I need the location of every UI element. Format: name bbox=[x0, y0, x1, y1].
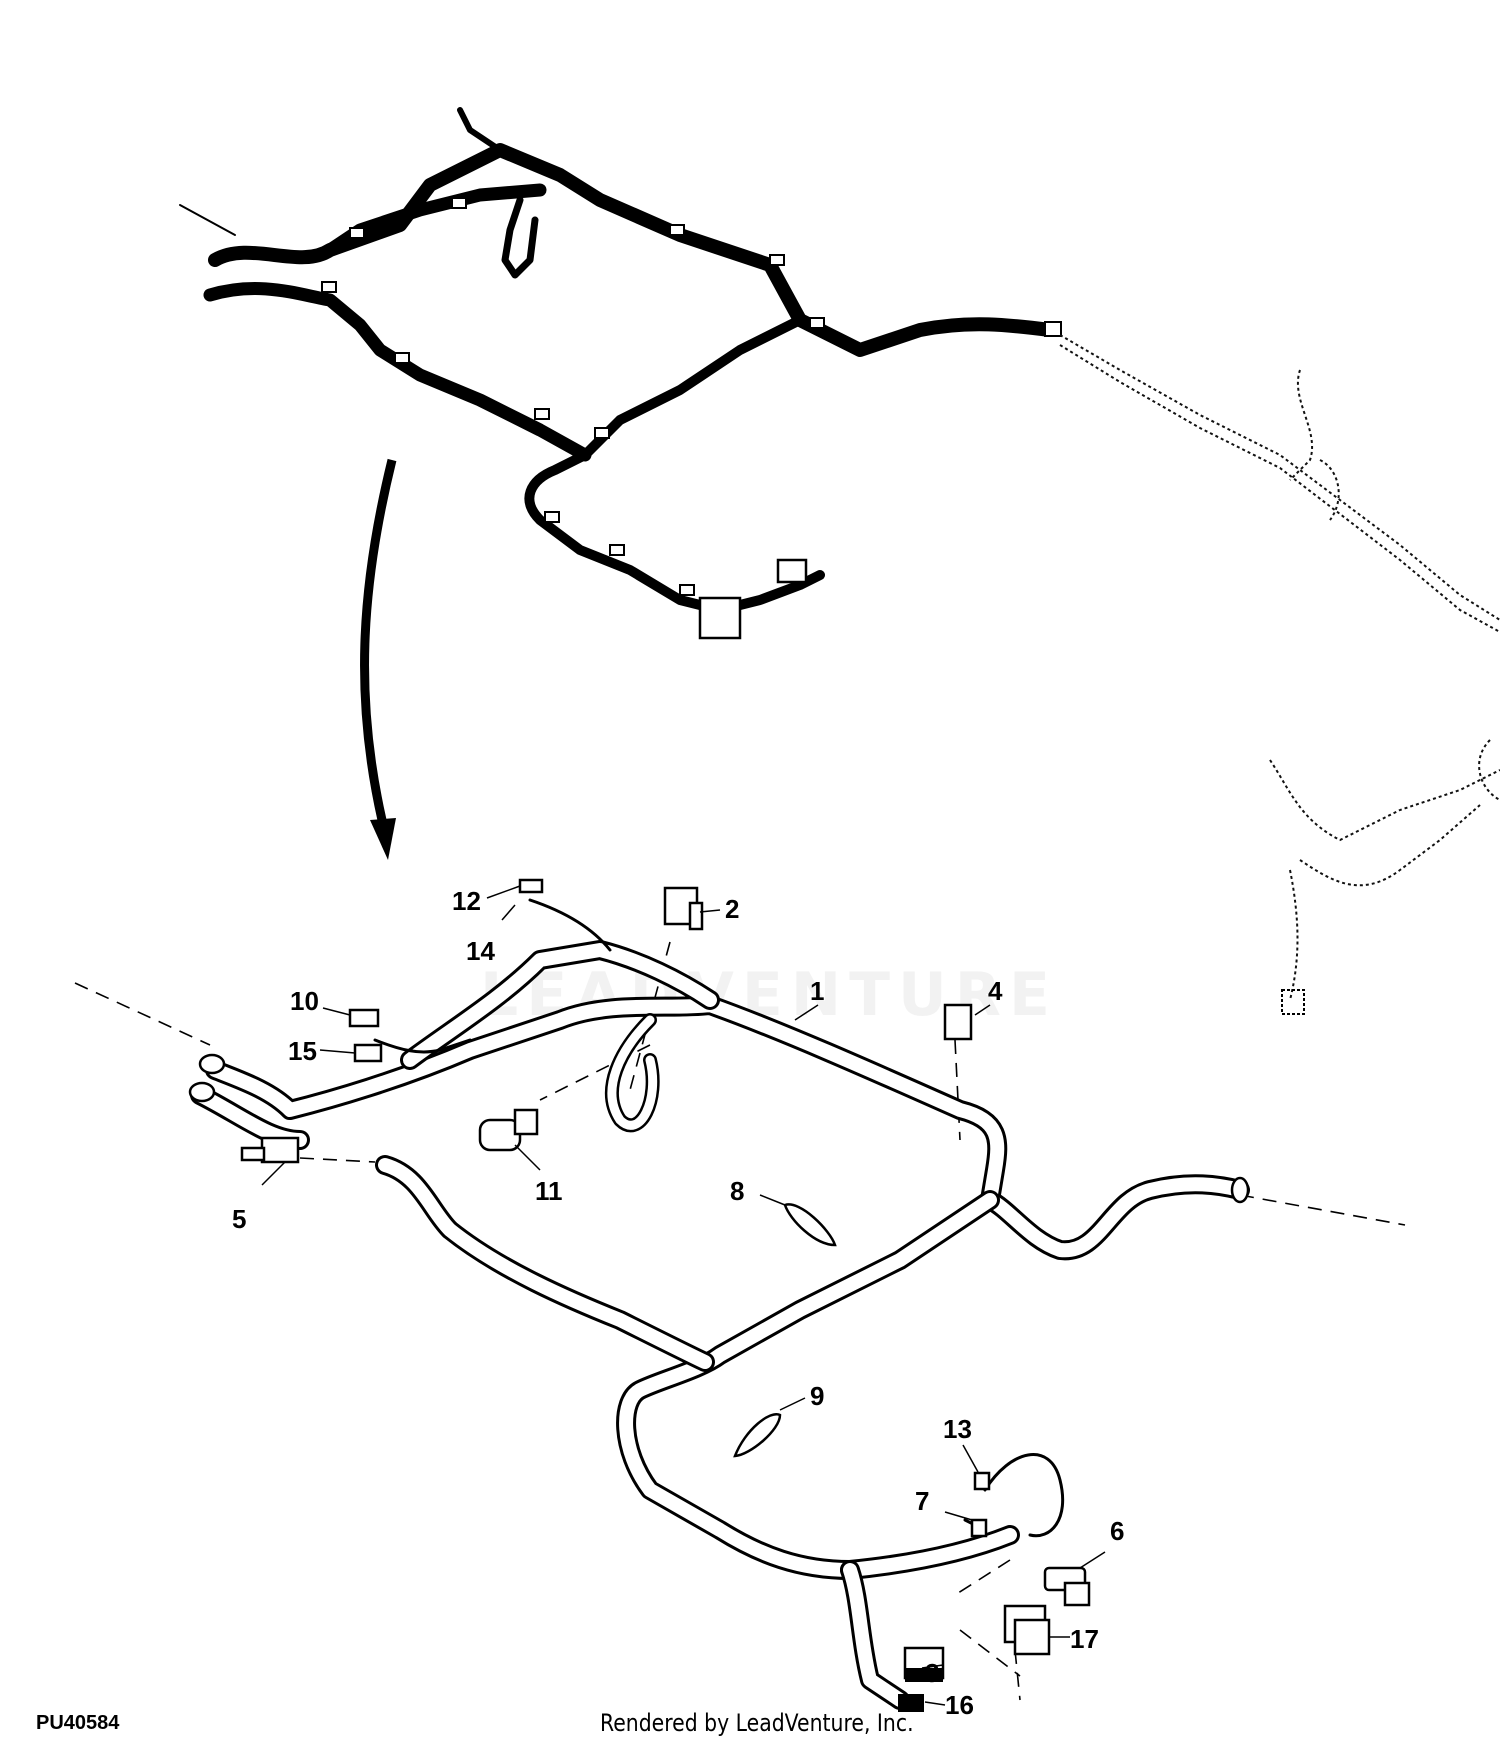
part-15-connector bbox=[353, 1043, 383, 1063]
callout-2: 2 bbox=[725, 894, 739, 924]
part-3-relay bbox=[903, 1646, 945, 1682]
exploded-harness bbox=[74, 898, 1406, 1710]
callout-9: 9 bbox=[810, 1381, 824, 1411]
part-6-connector bbox=[1043, 1566, 1091, 1607]
callout-8: 8 bbox=[730, 1176, 744, 1206]
part-9-strap bbox=[733, 1413, 782, 1458]
part-7-terminal bbox=[970, 1518, 988, 1538]
callout-17: 17 bbox=[1070, 1624, 1099, 1654]
callout-12: 12 bbox=[452, 886, 481, 916]
overview-harness bbox=[179, 107, 1500, 1015]
callout-14: 14 bbox=[466, 936, 495, 966]
callout-11: 11 bbox=[535, 1176, 563, 1206]
part-5-fuse-holder bbox=[240, 1136, 300, 1164]
part-8-strap bbox=[783, 1203, 837, 1247]
callout-3: 3 bbox=[925, 1658, 939, 1688]
callout-6: 6 bbox=[1110, 1516, 1124, 1546]
callout-5: 5 bbox=[232, 1204, 246, 1234]
figure-id: PU40584 bbox=[36, 1712, 120, 1734]
callout-13: 13 bbox=[943, 1414, 972, 1444]
callout-4: 4 bbox=[988, 976, 1003, 1006]
callout-16: 16 bbox=[945, 1690, 974, 1720]
part-13-terminal bbox=[973, 1471, 991, 1491]
callout-15: 15 bbox=[288, 1036, 317, 1066]
direction-arrow bbox=[360, 458, 397, 860]
callouts: 1 2 3 4 5 6 7 8 9 10 11 12 13 bbox=[232, 885, 1124, 1720]
render-credit: Rendered by LeadVenture, Inc. bbox=[600, 1709, 914, 1737]
part-12-terminal bbox=[518, 878, 544, 894]
part-10-connector bbox=[348, 1008, 380, 1028]
callout-10: 10 bbox=[290, 986, 319, 1016]
relay-block-overview bbox=[698, 596, 742, 640]
part-2-connector bbox=[663, 886, 704, 931]
callout-1: 1 bbox=[810, 976, 824, 1006]
part-4-connector bbox=[943, 1003, 973, 1041]
part-16-connector bbox=[898, 1694, 924, 1712]
callout-7: 7 bbox=[915, 1486, 929, 1516]
part-11-connector bbox=[478, 1108, 539, 1152]
part-17-relay bbox=[1003, 1604, 1051, 1656]
